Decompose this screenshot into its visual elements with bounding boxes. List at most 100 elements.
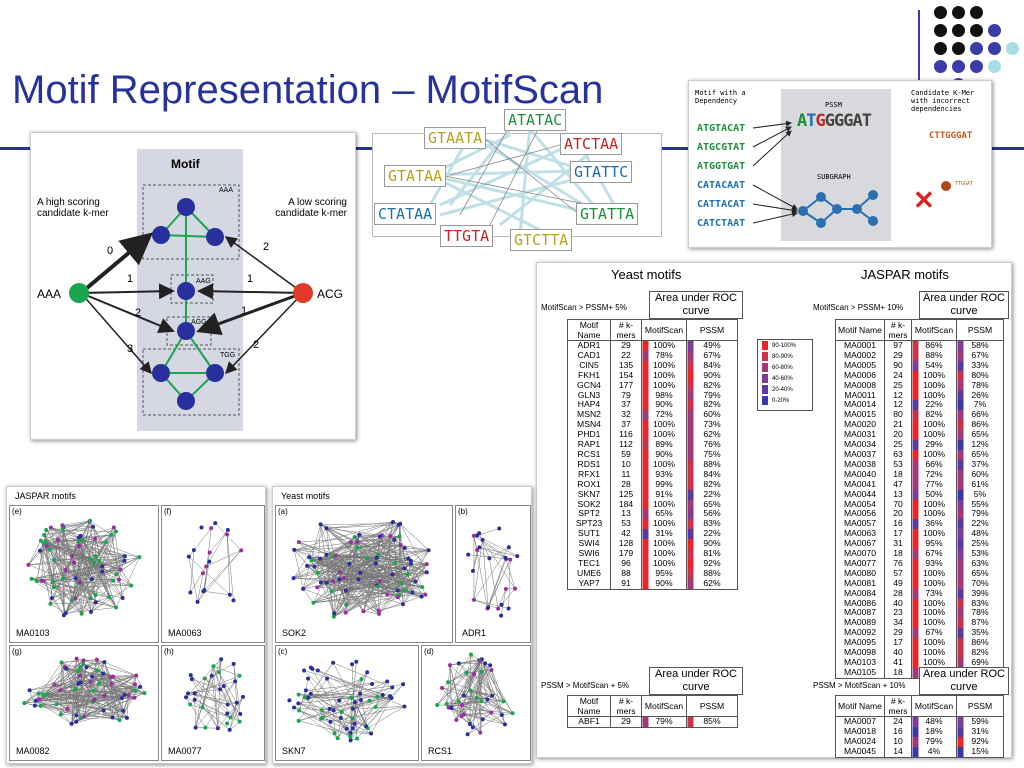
network-node: [296, 692, 301, 697]
percent-value: 79%: [655, 716, 673, 726]
kmer-count-cell: 91: [610, 578, 642, 590]
network-edge: [470, 690, 493, 696]
network-edge: [350, 694, 383, 741]
network-edge: [314, 566, 398, 591]
network-node: [402, 546, 407, 551]
percent-value: 100%: [923, 597, 945, 608]
network-node: [343, 588, 348, 593]
network-node: [501, 699, 506, 704]
network-node: [335, 736, 340, 741]
network-node: [318, 556, 323, 561]
network-edge: [480, 719, 483, 733]
network-edge: [352, 706, 405, 709]
network-node: [59, 660, 64, 665]
network-edge: [402, 560, 412, 605]
percent-value: 48%: [925, 716, 943, 726]
network-node: [420, 585, 425, 590]
network-node: [315, 668, 320, 673]
col-header: # k-mers: [884, 319, 912, 341]
kmer-word: GTATAA: [384, 165, 447, 187]
network-node: [199, 525, 204, 530]
network-node: [439, 686, 444, 691]
candidate-node-icon: [941, 181, 951, 191]
network-node: [395, 595, 400, 600]
jaspar-table-title: JASPAR motifs: [861, 267, 949, 282]
network-node: [470, 568, 475, 573]
right-number: 1: [247, 273, 254, 285]
network-node: [203, 725, 208, 730]
network-edge: [28, 564, 63, 580]
network-node: [102, 693, 107, 698]
network-edge: [375, 697, 392, 708]
network-node: [508, 557, 513, 562]
network-node: [347, 561, 352, 566]
network-node: [350, 662, 355, 667]
network-edge: [350, 732, 372, 734]
network-edge: [351, 687, 393, 699]
network-graph: [184, 657, 246, 732]
percent-value: 100%: [923, 419, 945, 430]
percent-cell: 48%: [956, 528, 1004, 540]
network-edge: [63, 527, 121, 570]
network-edge: [309, 556, 406, 591]
network-node: [332, 731, 337, 736]
legend-swatch: [762, 385, 768, 394]
network-edge: [320, 563, 412, 583]
network-node: [80, 537, 85, 542]
network-edge: [357, 540, 404, 605]
network-node: [95, 668, 100, 673]
network-node: [84, 665, 89, 670]
network-motif-name: MA0063: [168, 628, 202, 638]
network-node: [241, 694, 246, 699]
network-edge: [213, 666, 240, 676]
network-edge: [357, 539, 395, 543]
percent-value: 70%: [971, 577, 989, 588]
percent-value: 75%: [703, 448, 721, 459]
network-motif-name: MA0077: [168, 746, 202, 756]
percent-value: 100%: [923, 637, 945, 648]
legend-swatch: [762, 396, 768, 405]
network-node: [65, 706, 70, 711]
percent-value: 76%: [703, 439, 721, 450]
network-node: [94, 657, 99, 662]
network-edge: [333, 563, 427, 617]
pssm-kmer: ATGTACAT: [697, 123, 746, 134]
network-edge: [335, 555, 403, 584]
col-header: PSSM: [956, 319, 1004, 341]
legend-item: 20-40%: [762, 385, 812, 395]
network-edge: [356, 684, 404, 739]
network-node: [132, 695, 137, 700]
network-edge: [333, 710, 335, 734]
slide-title: Motif Representation – MotifScan: [12, 68, 604, 112]
network-edge: [91, 534, 112, 580]
jaspar-condition-1: MotifScan > PSSM+ 10%: [813, 303, 904, 312]
network-node: [364, 556, 369, 561]
network-edge: [357, 540, 427, 573]
network-edge: [306, 565, 346, 591]
network-node: [114, 572, 119, 577]
network-edge: [333, 555, 336, 617]
network-edge: [185, 697, 203, 708]
percent-cell: 69%: [956, 657, 1004, 668]
network-edge: [203, 552, 210, 592]
network-edge: [46, 529, 91, 559]
network-node: [475, 548, 480, 553]
network-node: [239, 548, 244, 553]
network-node: [393, 560, 398, 565]
motif-name-cell: MA0105: [835, 667, 885, 679]
network-node: [73, 576, 78, 581]
network-node: [202, 676, 207, 681]
network-node: [402, 704, 407, 709]
network-letter: (e): [12, 507, 22, 516]
network-edge: [185, 697, 206, 728]
network-node: [337, 577, 342, 582]
network-node: [48, 525, 53, 530]
network-node: [72, 560, 77, 565]
percent-cell: 79%: [686, 390, 738, 401]
network-node: [41, 579, 46, 584]
